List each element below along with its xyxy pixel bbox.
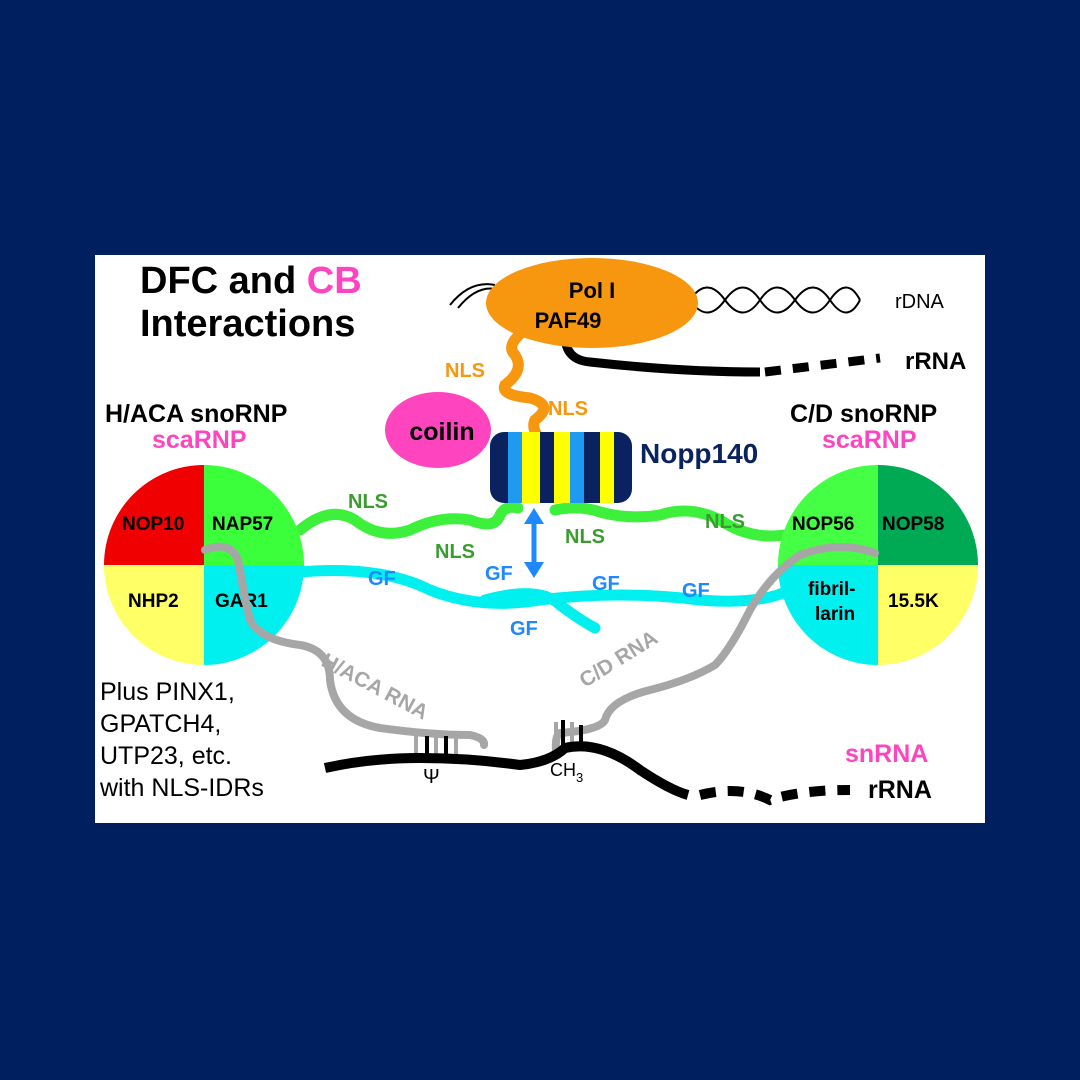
nls-label: NLS	[445, 360, 485, 382]
nls-lines	[294, 501, 791, 542]
title-line1: DFC and CB	[140, 260, 362, 302]
note: Plus PINX1, GPATCH4, UTP23, etc. with NL…	[99, 678, 264, 802]
gf-label: GF	[485, 563, 513, 585]
note-line: Plus PINX1,	[100, 678, 235, 706]
rdna-helix	[449, 283, 861, 314]
gf-label: GF	[682, 580, 710, 602]
nls-label: NLS	[565, 526, 605, 548]
interaction-arrow	[524, 508, 544, 578]
gf-lines	[294, 565, 796, 634]
paf49-label: PAF49	[535, 308, 602, 333]
rrna-bottom-strand	[323, 741, 690, 800]
rrna-bottom-label: rRNA	[868, 776, 932, 804]
haca-title: H/ACA snoRNP	[105, 400, 287, 428]
nop10-label: NOP10	[122, 514, 184, 535]
rdna-label: rDNA	[895, 291, 945, 313]
nls-label: NLS	[548, 398, 588, 420]
fibrillarin-label-2: larin	[815, 604, 855, 625]
note-line: UTP23, etc.	[100, 742, 232, 770]
rrna-top-strand	[560, 334, 761, 377]
nopp140-label: Nopp140	[640, 438, 758, 469]
gar1-label: GAR1	[215, 591, 268, 612]
gf-label: GF	[368, 568, 396, 590]
title-line2: Interactions	[140, 303, 355, 345]
haca-snornp-circle	[104, 465, 304, 665]
pol1-label: Pol I	[569, 278, 615, 303]
ch3-label: CH3	[550, 760, 583, 785]
cd-subtitle: scaRNP	[822, 426, 917, 454]
nls-label: NLS	[348, 491, 388, 513]
psi-label: Ψ	[423, 766, 440, 788]
gf-label: GF	[592, 573, 620, 595]
pol1-complex	[486, 258, 698, 348]
nap57-label: NAP57	[212, 514, 273, 535]
nhp2-label: NHP2	[128, 591, 179, 612]
fibrillarin-label-1: fibril-	[808, 579, 856, 600]
cd-snornp-circle	[778, 465, 978, 665]
rrna-bottom-dashed	[698, 785, 851, 806]
nop56-label: NOP56	[792, 514, 854, 535]
nls-label: NLS	[705, 511, 745, 533]
cd-title: C/D snoRNP	[790, 400, 937, 428]
coilin	[385, 392, 491, 468]
haca-subtitle: scaRNP	[152, 426, 247, 454]
nopp140	[490, 432, 632, 503]
nop58-label: NOP58	[882, 514, 944, 535]
note-line: GPATCH4,	[100, 710, 221, 738]
gf-label: GF	[510, 618, 538, 640]
pol1-nls-tail	[498, 324, 551, 451]
rrna-top-label: rRNA	[905, 348, 966, 375]
nls-label: NLS	[435, 541, 475, 563]
15-5k-label: 15.5K	[888, 591, 939, 612]
coilin-label: coilin	[409, 418, 474, 446]
note-line: with NLS-IDRs	[99, 774, 264, 802]
rrna-top-dashed	[764, 353, 881, 377]
snrna-label: snRNA	[845, 740, 928, 768]
